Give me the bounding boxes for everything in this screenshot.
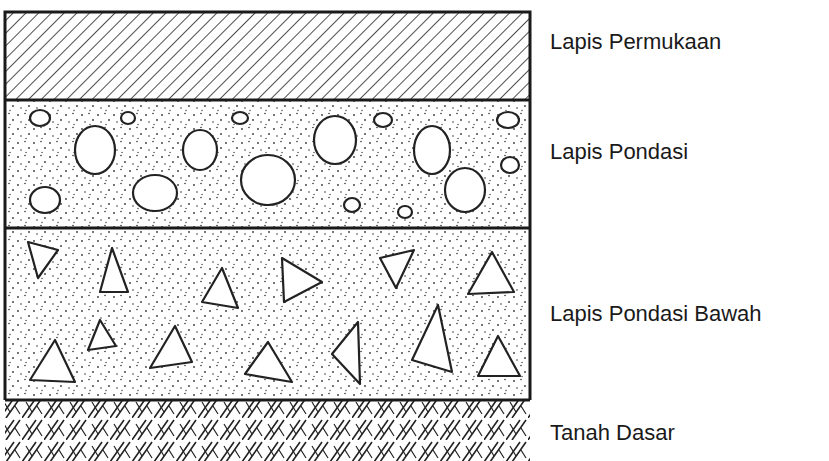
angular-aggregate	[28, 242, 520, 384]
layer-label: Lapis Pondasi Bawah	[550, 301, 762, 326]
layer-label: Tanah Dasar	[550, 420, 675, 445]
base-layer	[5, 100, 530, 228]
surface-layer	[5, 12, 530, 100]
layer-label: Lapis Permukaan	[550, 29, 721, 54]
subbase-layer	[5, 228, 530, 400]
stones	[30, 110, 519, 218]
layer-label: Lapis Pondasi	[550, 139, 688, 164]
subgrade	[5, 400, 530, 461]
layer-borders	[5, 12, 530, 400]
